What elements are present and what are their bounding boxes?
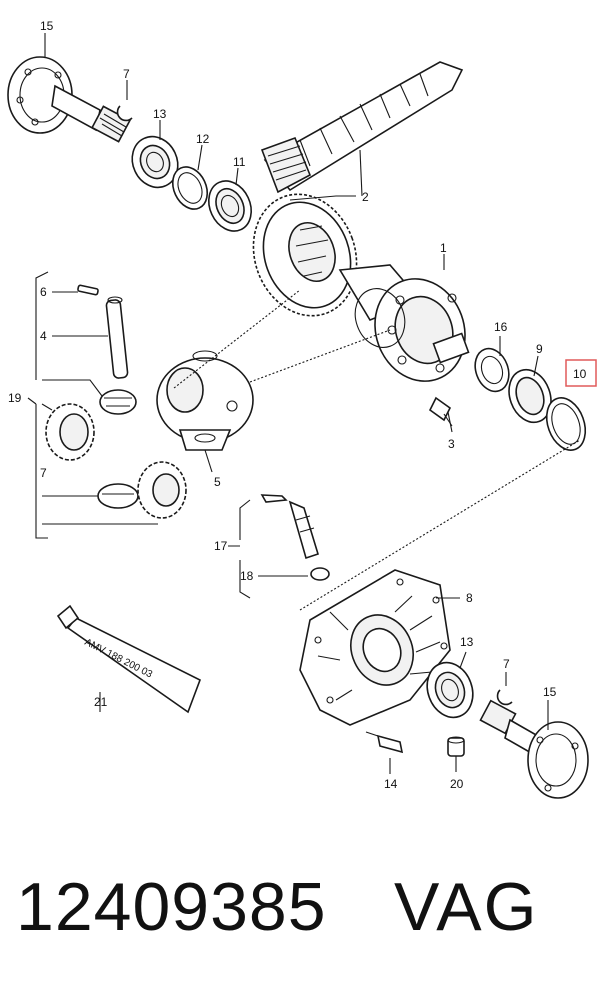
part-13-seal-bottom [426, 661, 474, 719]
callout-15-top: 15 [40, 19, 54, 33]
callout-9: 9 [536, 342, 543, 356]
part-4-shaft [105, 296, 129, 379]
part-19-spider-gear-large [45, 403, 95, 461]
callout-4: 4 [40, 329, 47, 343]
part-5-housing [156, 350, 254, 451]
part-21-sealant-tube: AMV 188 200 03 [56, 604, 202, 714]
part-9-bearing [508, 368, 552, 424]
part-16-bearing-race [474, 347, 510, 393]
callout-19: 19 [8, 391, 22, 405]
footer: 12409385 VAG [16, 862, 584, 952]
part-8-cover [299, 569, 451, 726]
callout-3: 3 [448, 437, 455, 451]
callout-7-mid: 7 [40, 466, 47, 480]
callout-10: 10 [573, 367, 587, 381]
brand-name: VAG [394, 869, 539, 945]
callout-12: 12 [196, 132, 210, 146]
part-6-pin [77, 284, 99, 296]
part-1-ring-gear [252, 193, 358, 317]
callout-1: 1 [440, 241, 447, 255]
callout-5: 5 [214, 475, 221, 489]
callout-8: 8 [466, 591, 473, 605]
callout-7-bottom: 7 [503, 657, 510, 671]
callout-13-top: 13 [153, 107, 167, 121]
callout-14: 14 [384, 777, 398, 791]
part-2-pinion-shaft [260, 61, 464, 194]
part-13-seal-top [131, 135, 179, 189]
callout-13-bottom: 13 [460, 635, 474, 649]
callout-15-bottom: 15 [543, 685, 557, 699]
leader-lines [27, 33, 581, 774]
part-19-spider-gear-small [99, 389, 137, 415]
part-11-bearing [208, 180, 252, 232]
part-7-gear-pair [97, 461, 187, 519]
callout-21: 21 [94, 695, 108, 709]
part-15-flange-shaft-top [7, 56, 131, 143]
callout-2: 2 [362, 190, 369, 204]
part-7-circlip-top [116, 105, 133, 122]
part-17-sensor [260, 494, 319, 560]
part-7-circlip-bottom [496, 689, 513, 706]
part-3-bolt [428, 396, 453, 427]
callout-16: 16 [494, 320, 508, 334]
part-12-ring [171, 166, 209, 210]
part-10-shim [545, 397, 587, 451]
callout-11: 11 [233, 155, 246, 169]
part-18-o-ring [310, 567, 330, 581]
callout-6: 6 [40, 285, 47, 299]
callout-18: 18 [240, 569, 254, 583]
part-number: 12409385 [16, 869, 327, 945]
callout-20: 20 [450, 777, 464, 791]
part-14-bolt [365, 731, 404, 754]
callout-10-highlight[interactable]: 10 [565, 359, 597, 387]
callout-7-top: 7 [123, 67, 130, 81]
callout-17: 17 [214, 539, 228, 553]
part-1-differential-housing [338, 264, 470, 382]
part-20-nut [447, 736, 465, 757]
part-15-flange-shaft-bottom [479, 699, 589, 799]
